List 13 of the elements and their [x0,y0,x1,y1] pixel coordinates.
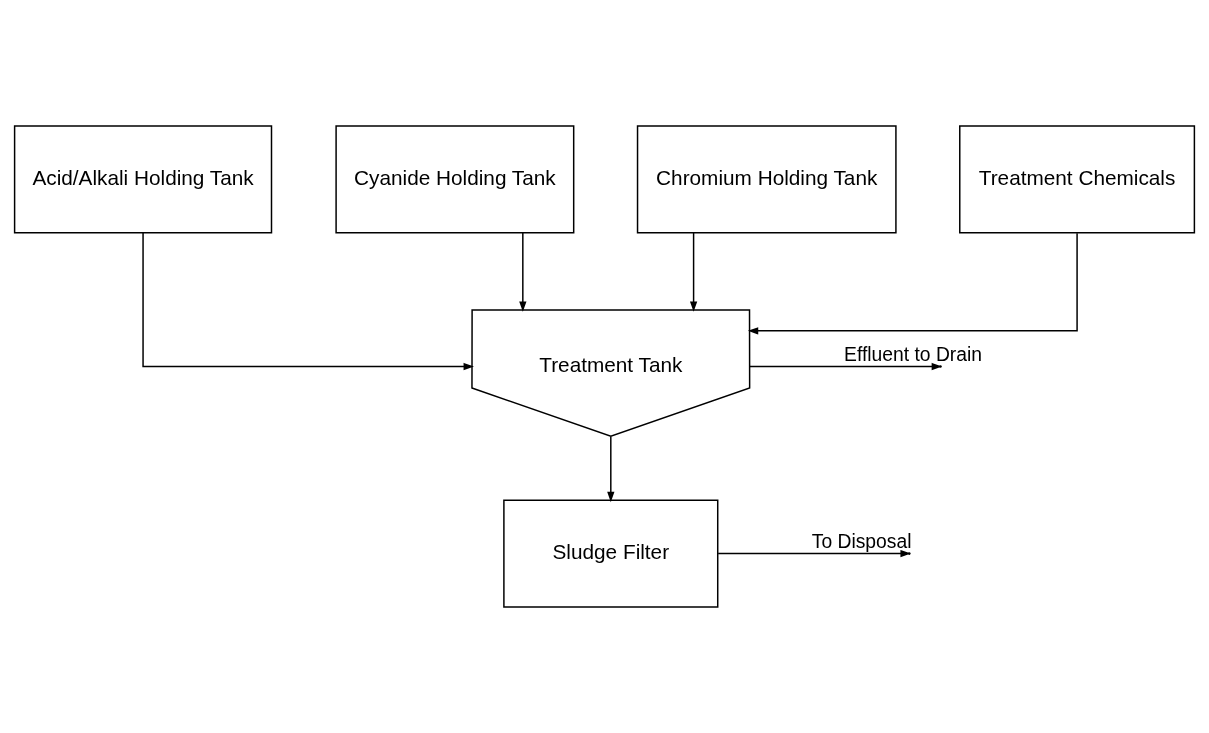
edge-label: To Disposal [811,531,912,553]
node-box: Chromium Holding Tank [636,125,897,234]
arrow [717,549,911,558]
edge-label: Effluent to Drain [844,344,983,366]
node-box: Cyanide Holding Tank [335,125,575,234]
node-box: Treatment Chemicals [959,125,1196,234]
node-box: Acid/Alkali Holding Tank [13,125,273,234]
arrow [747,232,1078,335]
arrow [142,232,474,371]
node-box: Sludge Filter [503,499,719,608]
arrow [607,435,615,503]
arrow [519,232,527,312]
arrow [689,232,698,312]
